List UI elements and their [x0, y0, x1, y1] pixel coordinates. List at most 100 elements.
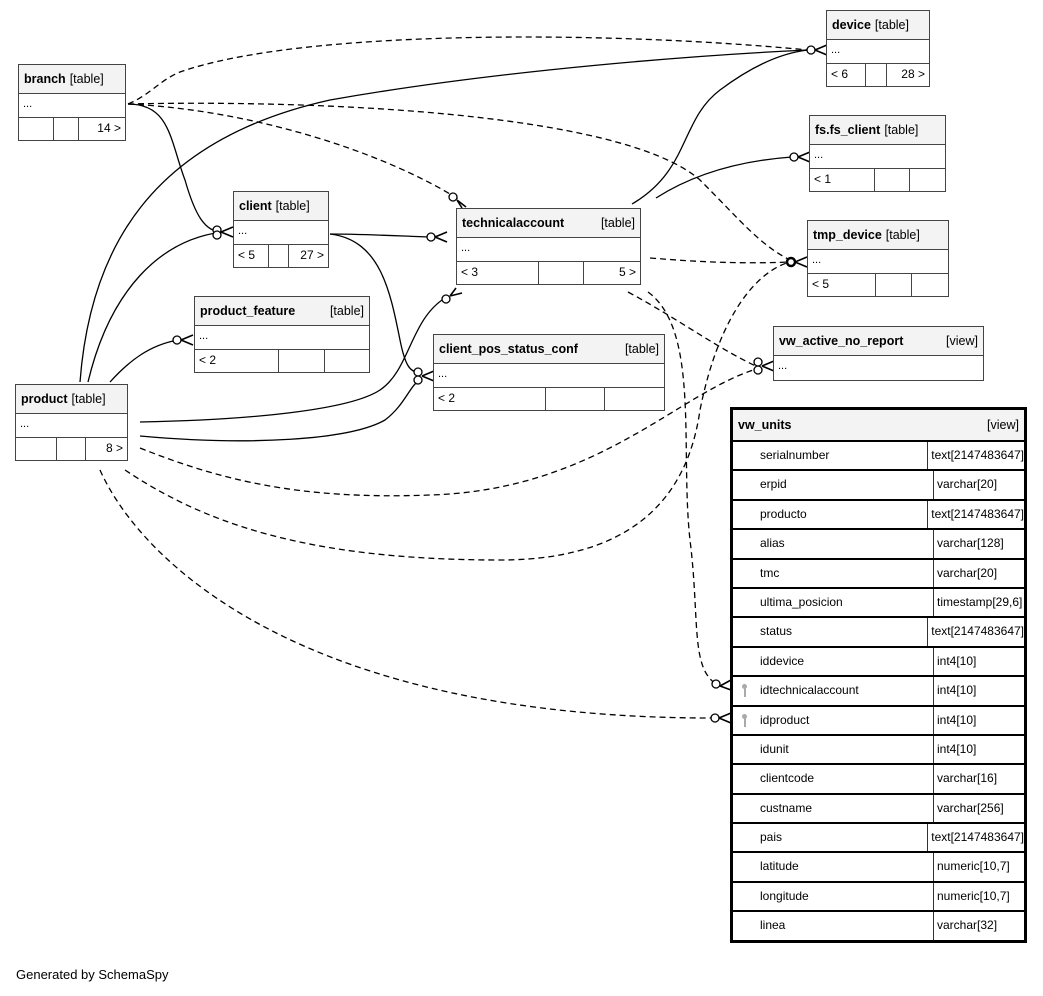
- table-branch[interactable]: branch[table] ... 14 >: [18, 64, 126, 141]
- edge-technicalaccount-device: [631, 49, 809, 205]
- table-product[interactable]: product[table] ... 8 >: [15, 384, 128, 461]
- edge-technicalaccount-vw_active_no_report: [627, 291, 761, 369]
- table-header: vw_active_no_report[view]: [774, 327, 983, 356]
- parents-count[interactable]: < 3: [457, 262, 539, 284]
- edge-technicalaccount-vw_units: [647, 291, 719, 686]
- table-name: technicalaccount: [462, 216, 565, 230]
- table-device[interactable]: device[table] ... < 6 28 >: [826, 10, 930, 87]
- columns-count: [866, 64, 887, 86]
- table-name: product: [21, 392, 68, 406]
- columns-count: [54, 118, 79, 140]
- table-name: device: [832, 18, 871, 32]
- table-header: technicalaccount[table]: [457, 209, 640, 238]
- column-name: status: [733, 618, 929, 646]
- table-kind: [table]: [69, 72, 104, 86]
- table-tmp-device[interactable]: tmp_device[table] ... < 5: [807, 220, 949, 297]
- table-footer: < 2: [195, 350, 369, 372]
- column-type: text[2147483647]: [931, 624, 1024, 639]
- crowfoot-technicalaccount-top: [456, 199, 467, 209]
- column-name: custname: [733, 794, 934, 823]
- table-footer: < 3 5 >: [457, 262, 640, 284]
- columns-collapsed: ...: [457, 238, 640, 262]
- parents-count[interactable]: < 2: [434, 388, 546, 410]
- column-type: int4[10]: [937, 683, 977, 698]
- children-count[interactable]: 14 >: [97, 121, 121, 135]
- edge-product-client_pos_status_conf: [139, 379, 421, 442]
- table-kind: [table]: [275, 199, 310, 213]
- parents-count: [19, 118, 54, 140]
- marker-technicalaccount-bottom: [441, 294, 451, 304]
- column-name-text: erpid: [760, 477, 787, 492]
- table-fs-client[interactable]: fs.fs_client[table] ... < 1: [809, 115, 946, 192]
- table-name: client_pos_status_conf: [439, 342, 578, 356]
- marker-client-b: [212, 230, 222, 240]
- table-kind: [table]: [874, 18, 909, 32]
- column-row[interactable]: idtechnicalaccount int4[10]: [733, 675, 1024, 705]
- columns-count: [279, 350, 325, 372]
- children-count[interactable]: 28 >: [901, 67, 925, 81]
- table-header: product_feature[table]: [195, 297, 369, 326]
- crowfoot-technicalaccount-left: [434, 231, 448, 243]
- edge-branch-technicalaccount: [127, 103, 461, 201]
- children-count[interactable]: 8 >: [105, 441, 123, 455]
- edge-product-technicalaccount: [139, 297, 446, 423]
- table-client-pos-status-conf[interactable]: client_pos_status_conf[table] ... < 2: [433, 334, 665, 411]
- edge-client-technicalaccount: [329, 233, 431, 238]
- children-count: [605, 388, 664, 410]
- edge-client-client_pos_status_conf: [329, 233, 419, 373]
- column-type: varchar[32]: [937, 918, 998, 933]
- children-count: [912, 274, 948, 296]
- table-product-feature[interactable]: product_feature[table] ... < 2: [194, 296, 370, 373]
- table-client[interactable]: client[table] ... < 5 27 >: [233, 191, 329, 268]
- edge-branch-device: [127, 36, 809, 105]
- parents-count[interactable]: < 1: [810, 169, 875, 191]
- marker-vw_active-b: [753, 365, 763, 375]
- children-count[interactable]: 27 >: [300, 248, 324, 262]
- column-type: varchar[20]: [937, 565, 998, 580]
- table-footer: 14 >: [19, 118, 125, 140]
- table-name: branch: [24, 72, 66, 86]
- parents-count[interactable]: < 2: [195, 350, 279, 372]
- column-name-text: longitude: [760, 888, 809, 903]
- column-name-text: custname: [760, 800, 813, 815]
- table-kind: [table]: [71, 392, 106, 406]
- view-vw-active-no-report[interactable]: vw_active_no_report[view] ...: [773, 326, 984, 381]
- children-count[interactable]: 5 >: [618, 265, 636, 279]
- marker-vw_units-a: [711, 679, 721, 689]
- edge-product-device: [79, 49, 809, 383]
- children-count: [325, 350, 369, 372]
- marker-product_feature: [172, 335, 182, 345]
- edge-technicalaccount-fs_client: [655, 156, 793, 199]
- parents-count[interactable]: < 5: [808, 274, 876, 296]
- columns-collapsed: ...: [234, 221, 328, 245]
- column-name: tmc: [733, 559, 934, 587]
- parents-count[interactable]: < 5: [234, 245, 269, 267]
- table-header: tmp_device[table]: [808, 221, 948, 250]
- column-name: idproduct: [733, 706, 934, 734]
- table-technicalaccount[interactable]: technicalaccount[table] ... < 3 5 >: [456, 208, 641, 285]
- column-name-text: idtechnicalaccount: [760, 683, 859, 698]
- columns-collapsed: ...: [808, 250, 948, 274]
- parents-count[interactable]: < 6: [827, 64, 866, 86]
- column-type: text[2147483647]: [931, 830, 1024, 845]
- column-type: text[2147483647]: [931, 448, 1024, 462]
- table-name: client: [239, 199, 272, 213]
- column-name-text: iddevice: [760, 653, 805, 668]
